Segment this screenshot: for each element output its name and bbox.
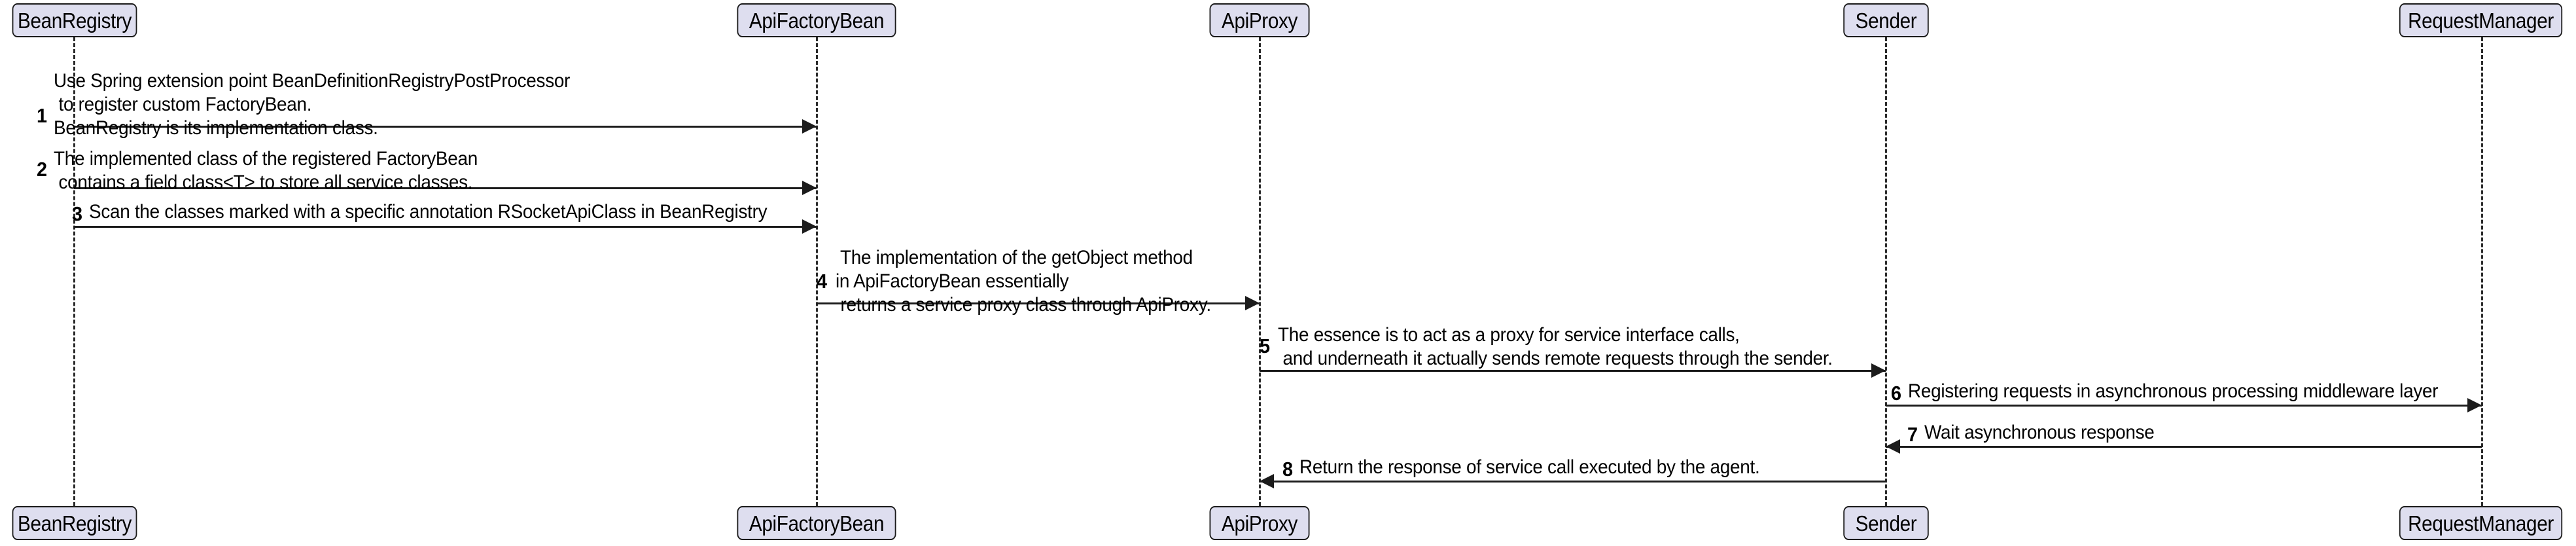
lifeline-sender bbox=[1885, 37, 1887, 506]
participant-label: ApiFactoryBean bbox=[749, 511, 885, 536]
message-sequence-number: 4 bbox=[817, 270, 828, 293]
message-arrow-line bbox=[74, 187, 817, 189]
message-arrow-head-left bbox=[1260, 474, 1274, 488]
participant-footer-bean-registry[interactable]: BeanRegistry bbox=[12, 506, 137, 540]
participant-header-sender[interactable]: Sender bbox=[1843, 3, 1929, 37]
message-sequence-number: 8 bbox=[1282, 458, 1294, 481]
message-label: Wait asynchronous response bbox=[1924, 422, 2155, 443]
message-arrow-line bbox=[1886, 446, 2482, 448]
message-arrow-head-right bbox=[1245, 296, 1260, 310]
message-sequence-number: 5 bbox=[1260, 335, 1271, 357]
message-arrow-line bbox=[74, 226, 817, 228]
message-arrow-line bbox=[1260, 481, 1886, 482]
participant-label: Sender bbox=[1855, 8, 1917, 33]
message-arrow-head-right bbox=[802, 219, 817, 234]
message-arrow-head-right bbox=[2467, 398, 2482, 412]
lifeline-request-manager bbox=[2481, 37, 2483, 506]
lifeline-api-factory-bean bbox=[816, 37, 818, 506]
participant-label: RequestManager bbox=[2408, 511, 2554, 536]
message-arrow-head-right bbox=[802, 119, 817, 134]
participant-header-bean-registry[interactable]: BeanRegistry bbox=[12, 3, 137, 37]
participant-header-api-factory-bean[interactable]: ApiFactoryBean bbox=[737, 3, 896, 37]
message-arrow-line bbox=[1886, 405, 2482, 407]
message-arrow-line bbox=[74, 126, 817, 128]
message-sequence-number: 6 bbox=[1891, 382, 1902, 405]
message-sequence-number: 3 bbox=[72, 202, 83, 225]
message-label: Registering requests in asynchronous pro… bbox=[1908, 380, 2439, 402]
participant-label: Sender bbox=[1855, 511, 1917, 536]
message-sequence-number: 2 bbox=[37, 158, 48, 181]
message-label: Use Spring extension point BeanDefinitio… bbox=[54, 70, 571, 139]
participant-footer-request-manager[interactable]: RequestManager bbox=[2399, 506, 2563, 540]
participant-footer-api-proxy[interactable]: ApiProxy bbox=[1209, 506, 1310, 540]
participant-header-request-manager[interactable]: RequestManager bbox=[2399, 3, 2563, 37]
message-arrow-head-right bbox=[802, 181, 817, 195]
message-label: The implementation of the getObject meth… bbox=[836, 247, 1211, 316]
message-label: The implemented class of the registered … bbox=[54, 148, 478, 193]
message-sequence-number: 1 bbox=[37, 104, 48, 127]
participant-label: BeanRegistry bbox=[18, 8, 132, 33]
message-label: The essence is to act as a proxy for ser… bbox=[1278, 324, 1833, 369]
message-label: Scan the classes marked with a specific … bbox=[89, 201, 768, 223]
participant-label: ApiProxy bbox=[1222, 8, 1297, 33]
participant-label: ApiProxy bbox=[1222, 511, 1297, 536]
lifeline-bean-registry bbox=[73, 37, 75, 506]
message-arrow-head-right bbox=[1871, 363, 1886, 378]
participant-label: BeanRegistry bbox=[18, 511, 132, 536]
participant-footer-sender[interactable]: Sender bbox=[1843, 506, 1929, 540]
message-arrow-head-left bbox=[1886, 439, 1900, 454]
message-sequence-number: 7 bbox=[1907, 423, 1918, 446]
message-arrow-line bbox=[1260, 370, 1886, 372]
message-label: Return the response of service call exec… bbox=[1299, 456, 1760, 478]
participant-footer-api-factory-bean[interactable]: ApiFactoryBean bbox=[737, 506, 896, 540]
lifeline-api-proxy bbox=[1259, 37, 1261, 506]
participant-label: RequestManager bbox=[2408, 8, 2554, 33]
message-arrow-line bbox=[817, 302, 1260, 304]
participant-header-api-proxy[interactable]: ApiProxy bbox=[1209, 3, 1310, 37]
participant-label: ApiFactoryBean bbox=[749, 8, 885, 33]
